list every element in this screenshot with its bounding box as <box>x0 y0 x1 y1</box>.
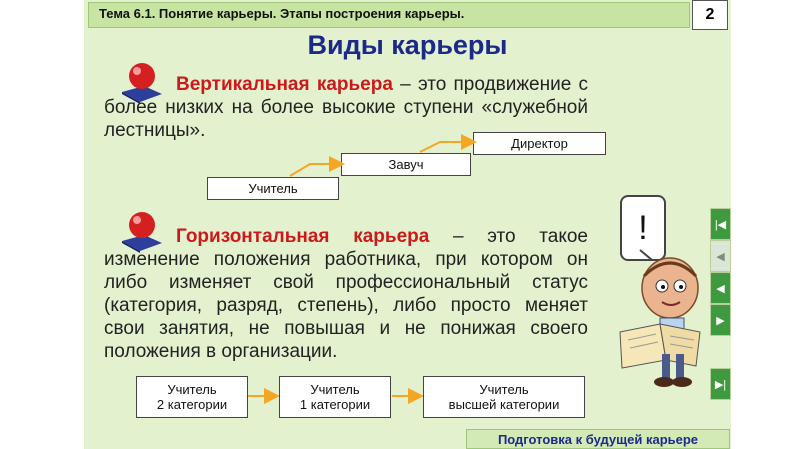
slide-content: Виды карьеры <box>84 0 731 449</box>
back-icon[interactable]: ◀ <box>710 272 731 304</box>
red-ball-bullet-icon <box>122 63 162 104</box>
vertical-career-term: Вертикальная карьера <box>176 74 393 95</box>
horizontal-career-term: Горизонтальная карьера <box>176 226 430 247</box>
red-ball-bullet-icon <box>122 212 162 253</box>
vertical-career-definition: Вертикальная карьера – это продвижение с… <box>104 73 588 142</box>
header-title: Тема 6.1. Понятие карьеры. Этапы построе… <box>99 6 465 21</box>
category-box-line1: Учитель <box>479 382 529 397</box>
main-title: Виды карьеры <box>307 30 508 60</box>
category-box-line2: высшей категории <box>448 397 560 412</box>
category-box-line2: 2 категории <box>156 397 228 412</box>
category-box-line2: 1 категории <box>299 397 371 412</box>
page-number: 2 <box>692 0 728 30</box>
step-box-head-teacher: Завуч <box>341 153 471 176</box>
reading-boy-icon <box>619 249 701 387</box>
step-box-director: Директор <box>473 132 606 155</box>
footer-label: Подготовка к будущей карьере <box>466 429 730 449</box>
category-box-line1: Учитель <box>310 382 360 397</box>
step-box-teacher: Учитель <box>207 177 339 200</box>
last-slide-icon[interactable]: ▶| <box>710 368 731 400</box>
first-slide-icon[interactable]: |◀ <box>710 208 731 240</box>
horizontal-career-text: – это такое изменение положения работник… <box>104 226 588 362</box>
previous-slide-icon[interactable]: ◀ <box>710 240 731 272</box>
vertical-career-text: – это продвижение с более низких на боле… <box>104 74 588 141</box>
horizontal-career-definition: Горизонтальная карьера – это такое измен… <box>104 225 588 363</box>
category-box-line1: Учитель <box>167 382 217 397</box>
header-bar: Тема 6.1. Понятие карьеры. Этапы построе… <box>88 2 690 28</box>
speech-bubble: ! <box>620 195 666 261</box>
forward-icon[interactable]: ▶ <box>710 304 731 336</box>
